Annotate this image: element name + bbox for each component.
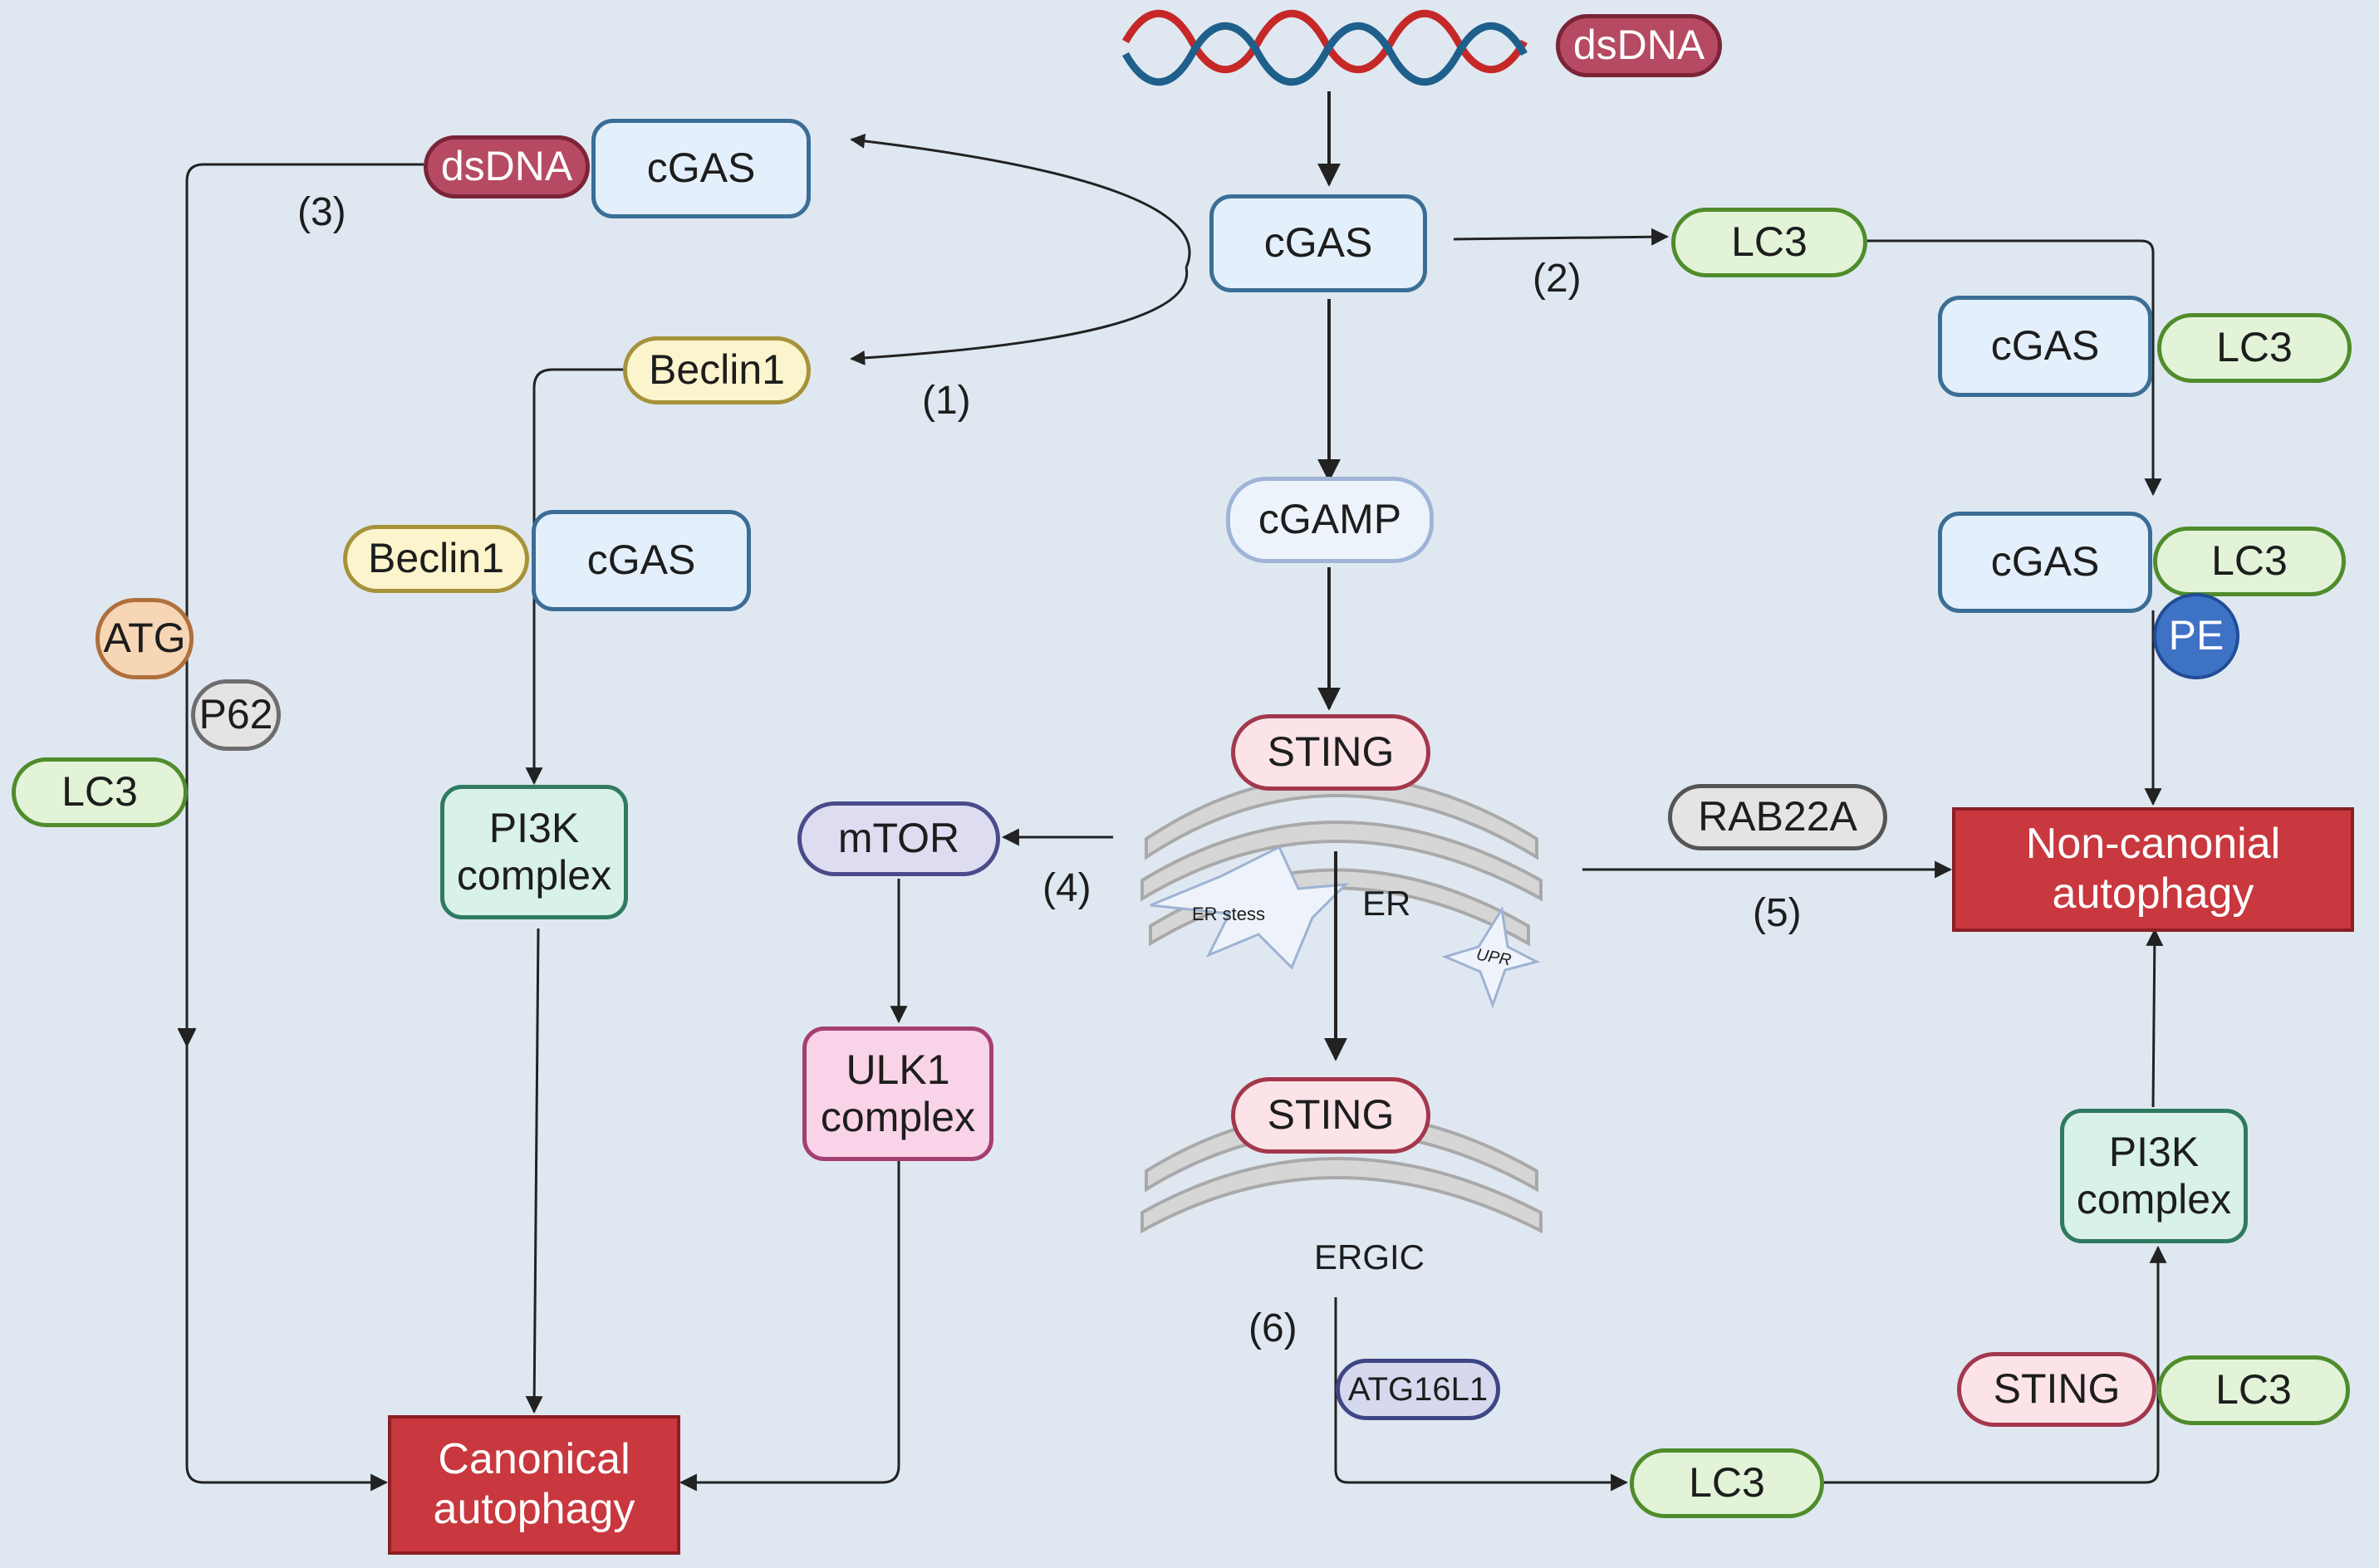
noncanonical-autophagy-box: Non-canonial autophagy [1952,807,2354,932]
arrow-curve-to-beclin [850,267,1189,365]
lc3-right-2: LC3 [2153,527,2346,596]
ergic-label: ERGIC [1314,1237,1425,1276]
path-label-2: (2) [1533,257,1582,301]
pi3k-left-line1: PI3K [488,804,580,851]
canonical-line2: autophagy [433,1485,635,1533]
cgas-right-1: cGAS [1938,296,2152,397]
pi3k-left-line2: complex [456,852,612,899]
ulk1-line1: ULK1 [846,1046,950,1093]
noncanonical-line1: Non-canonial [2025,820,2281,869]
pe-badge: PE [2153,593,2239,679]
path-label-5: (5) [1753,891,1802,935]
rab22a-node: RAB22A [1668,784,1887,850]
lc3-bottom: LC3 [1630,1448,1824,1518]
arrow-cgas-lc3 [1453,228,1670,246]
path-label-4: (4) [1042,866,1091,910]
cgas-center: cGAS [1209,194,1427,292]
canonical-line1: Canonical [438,1435,630,1484]
sting-ergic: STING [1231,1077,1430,1154]
pi3k-right-line2: complex [2076,1176,2232,1223]
atg16l1-node: ATG16L1 [1336,1359,1500,1420]
arrow-pi3k-canonical [525,928,543,1414]
left-path-midarrow [177,1027,197,1048]
arrow-pi3k-noncanonical [2146,928,2164,1108]
beclin1-top: Beclin1 [623,336,811,404]
ulk1-complex: ULK1 complex [802,1027,993,1161]
ulk1-line2: complex [820,1094,976,1140]
p62-badge: P62 [191,679,281,751]
er-stress-star-icon [1150,845,1349,970]
lc3-right-1: LC3 [2157,313,2352,383]
beclin1-pair: Beclin1 [343,525,529,593]
lc3-top-right: LC3 [1671,208,1867,277]
sting-bottom-right: STING [1957,1352,2156,1427]
path-label-6: (6) [1248,1306,1297,1350]
arrow-left-path [185,163,424,1492]
lc3-bottom-right: LC3 [2157,1355,2350,1425]
mtor-node: mTOR [797,801,1000,876]
cgas-right-2: cGAS [1938,512,2152,613]
path-label-3: (3) [297,190,346,234]
dna-helix-icon [1122,9,1528,86]
pi3k-complex-right: PI3K complex [2060,1109,2248,1243]
arrow-ergic-lc3 [1334,1297,1629,1492]
dsdna-top: dsDNA [1556,14,1722,77]
arrow-beclin-pi3k [525,368,627,786]
cgas-left: cGAS [591,119,811,218]
atg-badge: ATG [96,598,194,679]
path-label-1: (1) [922,379,971,423]
er-label: ER [1362,884,1411,923]
canonical-autophagy-box: Canonical autophagy [388,1415,680,1555]
lc3-left: LC3 [12,757,188,827]
cgas-pair: cGAS [532,510,751,611]
sting-er: STING [1231,714,1430,791]
pi3k-complex-left: PI3K complex [440,785,628,919]
arrow-lc3-pi3k [1824,1245,2167,1484]
upr-star-icon [1441,905,1541,1009]
dsdna-left: dsDNA [424,135,590,198]
pi3k-right-line1: PI3K [2108,1128,2200,1175]
arrow-lc3-right-down [1866,239,2162,497]
er-stress-label: ER stess [1192,904,1266,924]
noncanonical-line2: autophagy [2052,870,2254,918]
cgamp-node: cGAMP [1226,477,1434,563]
arrow-curve-to-cgas [850,133,1191,268]
arrow-ulk1-canonical [679,1161,900,1492]
